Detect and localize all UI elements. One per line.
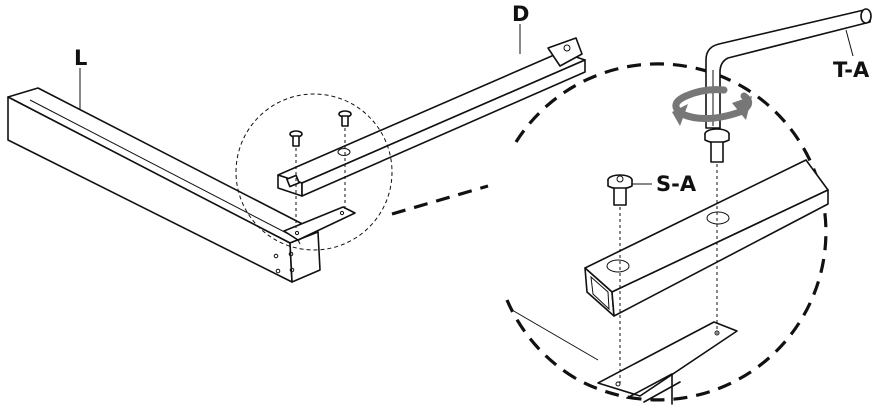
label-l: L <box>74 46 87 70</box>
bracket-plate-small <box>283 206 356 245</box>
bar-d-zoomed <box>584 159 829 317</box>
bracket-plate-zoomed <box>597 321 738 405</box>
screw-s-a <box>607 174 633 206</box>
detail-circle-small <box>235 93 393 251</box>
label-d: D <box>512 2 529 26</box>
bar-d <box>277 37 586 197</box>
small-screw-1 <box>289 130 303 147</box>
label-t-a: T-A <box>833 58 870 82</box>
edge-line <box>511 309 599 361</box>
screw-on-tool <box>704 128 730 163</box>
leader-line-t-a <box>845 29 854 57</box>
small-screw-2 <box>338 110 352 127</box>
label-s-a: S-A <box>656 172 697 196</box>
leg-l <box>7 87 321 283</box>
rotation-arrow-icon <box>672 86 753 126</box>
detail-connector <box>391 184 489 216</box>
